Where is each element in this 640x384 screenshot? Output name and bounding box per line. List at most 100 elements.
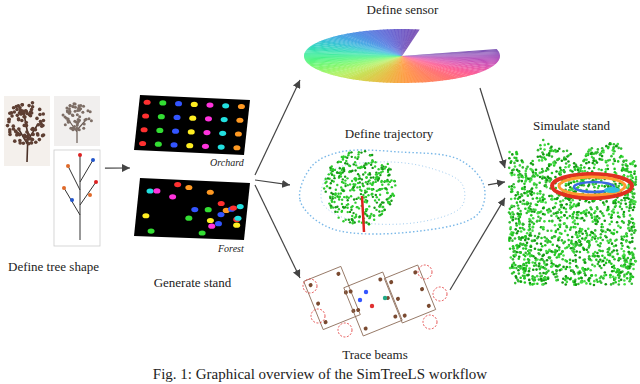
leaf-dot — [64, 123, 67, 126]
point-cloud-dot — [524, 239, 527, 242]
point-cloud-dot — [631, 254, 634, 257]
point-cloud-dot — [596, 161, 599, 164]
point-cloud-dot — [563, 222, 566, 225]
point-cloud-dot — [581, 267, 584, 270]
point-cloud-dot — [373, 214, 375, 216]
tree-marker — [142, 113, 149, 118]
point-cloud-dot — [379, 188, 381, 190]
point-cloud-dot — [607, 251, 610, 254]
point-cloud-dot — [627, 223, 630, 226]
point-cloud-dot — [513, 173, 516, 176]
point-cloud-dot — [633, 170, 636, 173]
point-cloud-dot — [583, 158, 586, 161]
beam-wedge — [304, 56, 402, 60]
tree-marker — [159, 100, 166, 105]
point-cloud-dot — [368, 223, 370, 225]
point-cloud-dot — [330, 206, 332, 208]
point-cloud-dot — [376, 196, 378, 198]
point-cloud-dot — [594, 151, 597, 154]
point-cloud-dot — [601, 223, 604, 226]
point-cloud-dot — [559, 173, 562, 176]
point-cloud-dot — [545, 250, 548, 253]
point-cloud-dot — [514, 165, 517, 168]
point-cloud-dot — [581, 237, 584, 240]
point-cloud-dot — [346, 207, 348, 209]
beam-dot — [402, 313, 407, 318]
point-cloud-dot — [343, 190, 345, 192]
point-cloud-dot — [532, 268, 535, 271]
point-cloud-dot — [354, 177, 356, 179]
point-cloud-dot — [344, 182, 346, 184]
point-cloud-dot — [632, 268, 635, 271]
point-cloud-dot — [376, 201, 378, 203]
point-cloud-dot — [324, 178, 326, 180]
point-cloud-dot — [538, 253, 541, 256]
point-cloud-dot — [597, 237, 600, 240]
point-cloud-dot — [556, 159, 559, 162]
point-cloud-dot — [344, 206, 346, 208]
point-cloud-dot — [596, 206, 599, 209]
leaf-dot — [38, 108, 42, 112]
tree-marker — [156, 128, 163, 133]
point-cloud-dot — [608, 261, 611, 264]
point-cloud-dot — [554, 235, 557, 238]
point-cloud-dot — [619, 271, 622, 274]
tree-marker — [217, 212, 224, 217]
point-cloud-dot — [382, 168, 384, 170]
point-cloud-dot — [623, 211, 626, 214]
point-cloud-dot — [348, 151, 350, 153]
tree-marker — [175, 101, 182, 106]
skeleton-point — [66, 164, 70, 168]
tree-marker — [172, 129, 179, 134]
point-cloud-dot — [612, 153, 615, 156]
point-cloud-dot — [579, 244, 582, 247]
point-cloud-dot — [368, 223, 370, 225]
leaf-dot — [76, 121, 79, 124]
tree-marker — [139, 141, 146, 146]
point-cloud-dot — [535, 268, 538, 271]
beam-dot — [356, 307, 361, 312]
point-cloud-dot — [572, 259, 575, 262]
point-cloud-dot — [566, 234, 569, 237]
skeleton-point — [91, 158, 95, 162]
leaf-dot — [82, 105, 85, 108]
point-cloud-dot — [330, 182, 332, 184]
point-cloud-dot — [578, 240, 581, 243]
point-cloud-dot — [555, 202, 558, 205]
point-cloud-dot — [327, 177, 329, 179]
point-cloud-dot — [359, 186, 361, 188]
point-cloud-dot — [524, 255, 527, 258]
point-cloud-dot — [590, 238, 593, 241]
point-cloud-dot — [546, 167, 549, 170]
point-cloud-dot — [523, 264, 526, 267]
point-cloud-dot — [539, 176, 542, 179]
point-cloud-dot — [521, 160, 524, 163]
leaf-dot — [75, 127, 78, 130]
point-cloud-dot — [584, 230, 587, 233]
point-cloud-dot — [613, 232, 616, 235]
tree-marker — [147, 188, 154, 193]
point-cloud-dot — [556, 265, 559, 268]
beam-box — [304, 266, 361, 329]
point-cloud-dot — [625, 159, 628, 162]
point-cloud-dot — [551, 271, 554, 274]
point-cloud-dot — [346, 199, 348, 201]
point-cloud-dot — [581, 232, 584, 235]
point-cloud-dot — [565, 211, 568, 214]
point-cloud-dot — [359, 167, 361, 169]
point-cloud-dot — [599, 250, 602, 253]
point-cloud-dot — [383, 209, 385, 211]
point-cloud-dot — [556, 211, 559, 214]
beam-wedge — [380, 29, 402, 56]
point-cloud-dot — [547, 175, 550, 178]
point-cloud-dot — [549, 150, 552, 153]
point-cloud-dot — [372, 160, 374, 162]
point-cloud-dot — [348, 164, 350, 166]
point-cloud-dot — [617, 225, 620, 228]
point-cloud-dot — [613, 229, 616, 232]
point-cloud-dot — [602, 277, 605, 280]
leaf-dot — [19, 109, 23, 113]
point-cloud-dot — [544, 244, 547, 247]
point-cloud-dot — [629, 276, 632, 279]
point-cloud-dot — [347, 154, 349, 156]
